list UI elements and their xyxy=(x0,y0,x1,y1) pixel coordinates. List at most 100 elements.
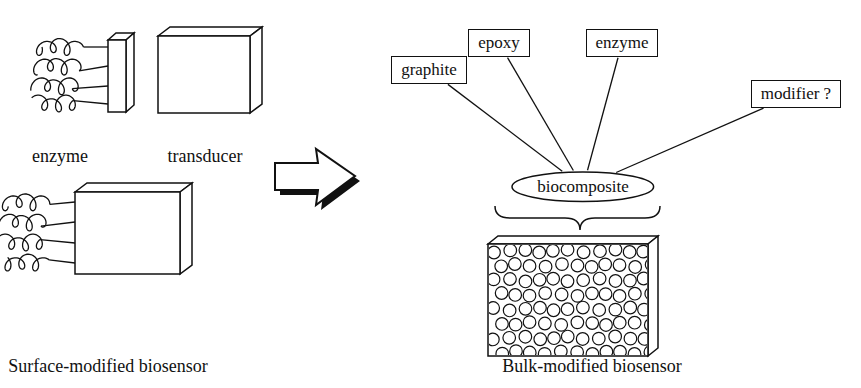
particle xyxy=(489,246,500,259)
tether xyxy=(49,260,75,263)
particle xyxy=(637,245,647,258)
particle xyxy=(533,246,546,259)
particle xyxy=(628,316,641,329)
particle xyxy=(600,345,613,355)
particle xyxy=(523,260,536,273)
particle xyxy=(555,288,568,301)
thin-layer xyxy=(108,33,134,112)
particle xyxy=(539,287,552,300)
node-text: biocomposite xyxy=(537,177,629,197)
particle xyxy=(645,258,647,271)
particle xyxy=(496,347,509,355)
particle xyxy=(645,319,647,332)
particle xyxy=(504,273,517,286)
component-box: epoxy xyxy=(468,29,530,57)
particle xyxy=(489,273,500,286)
particle xyxy=(561,245,574,256)
particle xyxy=(495,260,508,273)
particle xyxy=(609,275,622,288)
node-text: graphite xyxy=(401,60,457,80)
particle xyxy=(586,287,599,300)
particle xyxy=(609,303,622,316)
connector-line xyxy=(508,58,574,171)
particle xyxy=(509,258,522,271)
transducer-block xyxy=(158,27,262,113)
particle xyxy=(489,333,499,346)
particle xyxy=(504,245,517,257)
particle xyxy=(561,330,574,343)
particle xyxy=(609,245,622,256)
component-box: modifier ? xyxy=(751,80,841,108)
particle xyxy=(555,319,568,332)
particle xyxy=(600,319,613,332)
particle xyxy=(510,345,523,355)
particle xyxy=(593,272,606,285)
panel-caption: Surface-modified biosensor xyxy=(8,356,207,377)
particle xyxy=(613,316,626,329)
particle xyxy=(614,345,627,355)
tether xyxy=(79,66,108,71)
particle xyxy=(585,261,598,274)
tether xyxy=(50,202,75,204)
particle xyxy=(519,245,532,256)
particle xyxy=(539,317,552,330)
component-box: graphite xyxy=(391,56,467,84)
enzyme-coil xyxy=(2,194,49,211)
particle xyxy=(548,332,561,345)
particle xyxy=(547,304,560,317)
particle xyxy=(561,303,574,316)
particle xyxy=(509,289,522,302)
particle xyxy=(519,302,532,315)
transducer-block-bottom xyxy=(75,183,192,274)
particle xyxy=(623,246,636,259)
particle xyxy=(534,333,547,346)
particle xyxy=(593,332,606,345)
particle xyxy=(638,333,647,346)
particle xyxy=(594,245,607,258)
particle xyxy=(593,304,606,317)
enzyme-coil xyxy=(0,214,46,231)
particle xyxy=(599,258,612,271)
particle xyxy=(629,261,642,274)
particle xyxy=(495,287,508,300)
particle xyxy=(523,346,536,355)
panel-caption: Bulk-modified biosensor xyxy=(502,356,681,377)
enzyme-coil xyxy=(31,78,78,95)
particle xyxy=(577,274,590,287)
particle xyxy=(624,301,637,314)
particle xyxy=(624,332,637,345)
particle xyxy=(534,301,547,314)
enzyme-coil xyxy=(37,39,84,56)
particle xyxy=(571,316,584,329)
particle xyxy=(586,348,599,355)
connector-line xyxy=(616,108,763,172)
particle xyxy=(599,288,612,301)
particle xyxy=(629,287,642,300)
particle xyxy=(556,258,569,271)
part-label: transducer xyxy=(168,146,243,167)
particle xyxy=(577,301,590,314)
node-text: modifier ? xyxy=(761,84,831,104)
particle xyxy=(571,290,584,303)
tether xyxy=(83,46,108,47)
particle xyxy=(638,303,647,316)
composite-ellipse: biocomposite xyxy=(511,171,655,203)
node-text: epoxy xyxy=(478,33,520,53)
part-label: enzyme xyxy=(32,146,88,167)
connector-line xyxy=(588,58,618,171)
particle xyxy=(533,273,546,286)
particle xyxy=(561,275,574,288)
enzyme-strands xyxy=(0,39,108,271)
particle xyxy=(523,316,536,329)
particle xyxy=(645,287,647,300)
particle xyxy=(613,259,626,272)
particle xyxy=(637,272,647,285)
particle xyxy=(519,275,532,288)
particle xyxy=(586,317,599,330)
particle xyxy=(613,290,626,303)
transition-arrow xyxy=(275,149,360,210)
brace xyxy=(495,206,660,230)
particle xyxy=(503,304,516,317)
particle xyxy=(489,302,499,315)
